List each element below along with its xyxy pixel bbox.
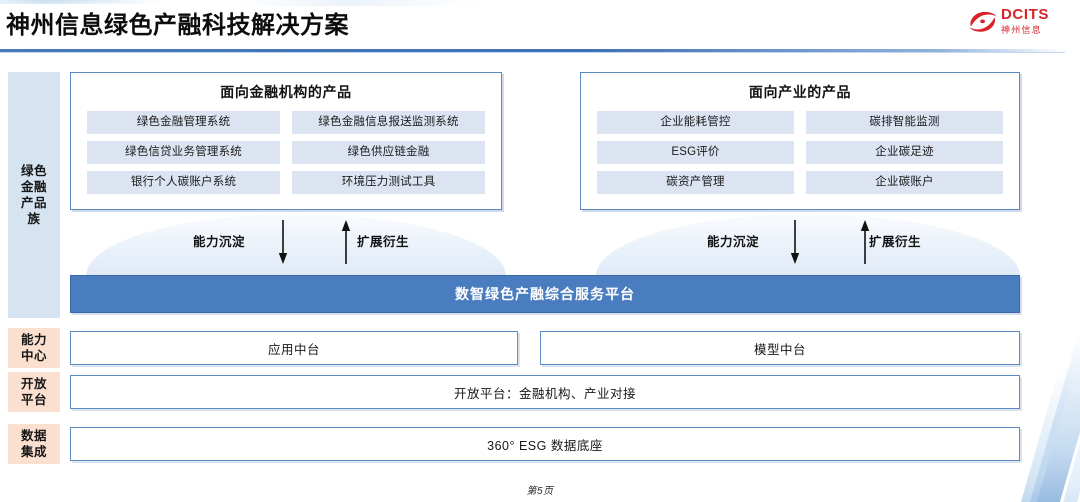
dcits-swoosh-icon bbox=[968, 9, 998, 33]
flow-label-expansion-derivation: 扩展衍生 bbox=[869, 235, 922, 249]
product-chip[interactable]: 碳排智能监测 bbox=[806, 111, 1003, 134]
header-divider bbox=[0, 49, 1065, 52]
logo-chinese-name: 神州信息 bbox=[1001, 25, 1042, 35]
platform-bar[interactable]: 数智绿色产融综合服务平台 bbox=[70, 275, 1020, 313]
logo-text-group: DCITS 神州信息 bbox=[1001, 7, 1049, 36]
panel-title: 面向金融机构的产品 bbox=[220, 84, 352, 100]
capability-dome-decoration bbox=[86, 214, 506, 276]
arrow-down-icon bbox=[789, 220, 801, 264]
layer-box-label: 开放平台：金融机构、产业对接 bbox=[453, 386, 636, 401]
page-title: 神州信息绿色产融科技解决方案 bbox=[6, 12, 349, 39]
product-chip[interactable]: 碳资产管理 bbox=[597, 171, 794, 194]
product-chip[interactable]: 绿色金融信息报送监测系统 bbox=[292, 111, 485, 134]
corner-stripe bbox=[1021, 332, 1080, 502]
arrow-down-icon bbox=[277, 220, 289, 264]
rail-label-text: 数据集成 bbox=[20, 429, 47, 459]
rail-label-text: 绿色金融产品族 bbox=[20, 164, 47, 226]
layer-box-model-midend[interactable]: 模型中台 bbox=[540, 331, 1020, 365]
panel-title: 面向产业的产品 bbox=[748, 84, 852, 100]
rail-label-text: 开放平台 bbox=[20, 377, 47, 407]
product-chip[interactable]: 绿色金融管理系统 bbox=[87, 111, 280, 134]
product-panel-financial-institutions: 面向金融机构的产品 绿色金融管理系统 绿色金融信息报送监测系统 绿色信贷业务管理… bbox=[70, 72, 502, 210]
rail-label-open-platform: 开放平台 bbox=[8, 372, 60, 412]
arrow-up-icon bbox=[340, 220, 352, 264]
rail-label-green-finance-family: 绿色金融产品族 bbox=[8, 72, 60, 318]
layer-box-data-foundation[interactable]: 360° ESG 数据底座 bbox=[70, 427, 1020, 461]
platform-bar-label: 数智绿色产融综合服务平台 bbox=[455, 286, 635, 302]
layer-box-label: 模型中台 bbox=[753, 342, 806, 357]
layer-box-open-platform[interactable]: 开放平台：金融机构、产业对接 bbox=[70, 375, 1020, 409]
layer-box-label: 360° ESG 数据底座 bbox=[487, 438, 603, 453]
header-background bbox=[0, 0, 1080, 52]
logo-wordmark: DCITS bbox=[1001, 6, 1049, 23]
product-chip[interactable]: 企业能耗管控 bbox=[597, 111, 794, 134]
layer-box-app-midend[interactable]: 应用中台 bbox=[70, 331, 518, 365]
product-chip[interactable]: 企业碳账户 bbox=[806, 171, 1003, 194]
rail-label-data-integration: 数据集成 bbox=[8, 424, 60, 464]
flow-label-expansion-derivation: 扩展衍生 bbox=[357, 235, 410, 249]
flow-label-capability-precipitation: 能力沉淀 bbox=[707, 235, 760, 249]
product-chip[interactable]: 绿色供应链金融 bbox=[292, 141, 485, 164]
arrow-up-icon bbox=[859, 220, 871, 264]
brand-logo: DCITS 神州信息 bbox=[968, 6, 1072, 40]
product-chip[interactable]: 绿色信贷业务管理系统 bbox=[87, 141, 280, 164]
layer-box-label: 应用中台 bbox=[267, 342, 320, 357]
product-chip[interactable]: 企业碳足迹 bbox=[806, 141, 1003, 164]
product-chip-grid: 企业能耗管控 碳排智能监测 ESG评价 企业碳足迹 碳资产管理 企业碳账户 bbox=[581, 102, 1019, 194]
flow-label-capability-precipitation: 能力沉淀 bbox=[193, 235, 246, 249]
header-divider-secondary bbox=[0, 52, 1065, 53]
header-streak-decoration bbox=[0, 0, 143, 2]
product-chip[interactable]: ESG评价 bbox=[597, 141, 794, 164]
rail-label-ability-center: 能力中心 bbox=[8, 328, 60, 368]
rail-label-text: 能力中心 bbox=[20, 333, 47, 363]
slide-header: 神州信息绿色产融科技解决方案 bbox=[0, 0, 1080, 52]
product-panel-industry: 面向产业的产品 企业能耗管控 碳排智能监测 ESG评价 企业碳足迹 碳资产管理 … bbox=[580, 72, 1020, 210]
product-chip[interactable]: 环境压力测试工具 bbox=[292, 171, 485, 194]
product-chip-grid: 绿色金融管理系统 绿色金融信息报送监测系统 绿色信贷业务管理系统 绿色供应链金融… bbox=[71, 102, 501, 194]
page-number-footer: 第5页 bbox=[526, 486, 554, 497]
product-chip[interactable]: 银行个人碳账户系统 bbox=[87, 171, 280, 194]
capability-dome-decoration bbox=[596, 214, 1020, 276]
